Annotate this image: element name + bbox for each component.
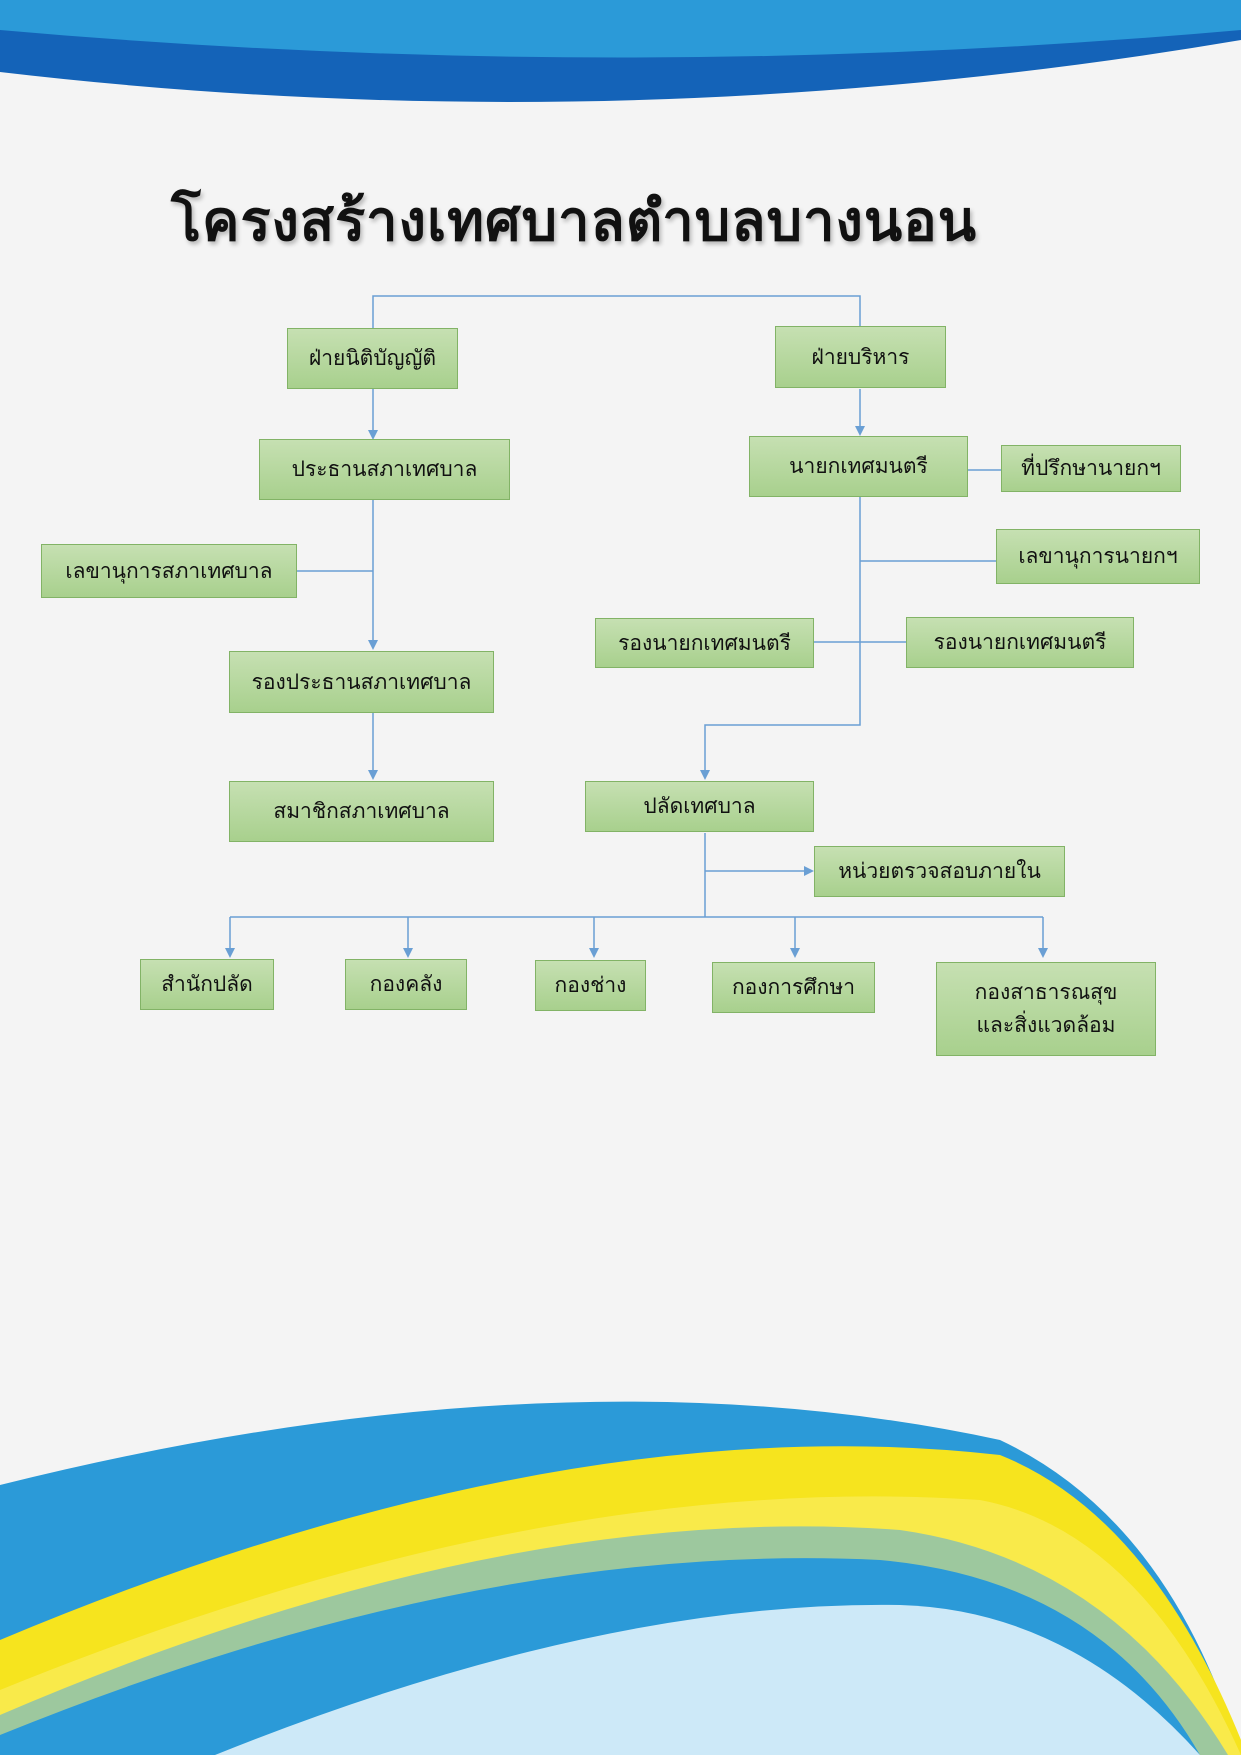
division-box-2: กองช่าง xyxy=(535,960,646,1011)
deputy-mayor-right-label: รองนายกเทศมนตรี xyxy=(933,630,1107,655)
council-secretary-box: เลขานุการสภาเทศบาล xyxy=(41,544,297,598)
mayor-secretary-box: เลขานุการนายกฯ xyxy=(996,529,1200,584)
deputy-mayor-left-label: รองนายกเทศมนตรี xyxy=(618,630,791,655)
municipal-clerk-box: ปลัดเทศบาล xyxy=(585,781,814,832)
division-label: กองคลัง xyxy=(369,972,443,997)
legislative-branch-box: ฝ่ายนิติบัญญัติ xyxy=(287,328,458,389)
division-label: กองช่าง xyxy=(554,973,627,998)
executive-branch-box: ฝ่ายบริหาร xyxy=(775,326,946,388)
internal-audit-box: หน่วยตรวจสอบภายใน xyxy=(814,846,1065,897)
mayor-advisor-box: ที่ปรึกษานายกฯ xyxy=(1001,445,1181,492)
council-vice-chair-box: รองประธานสภาเทศบาล xyxy=(229,651,494,713)
council-members-box: สมาชิกสภาเทศบาล xyxy=(229,781,494,842)
division-label: สำนักปลัด xyxy=(161,972,253,997)
municipal-clerk-label: ปลัดเทศบาล xyxy=(643,794,756,819)
internal-audit-label: หน่วยตรวจสอบภายใน xyxy=(838,859,1041,884)
arrow-to-municipal-clerk xyxy=(700,497,861,780)
division-label-line-1: กองสาธารณสุข xyxy=(974,980,1118,1005)
division-box-4: กองสาธารณสุข และสิ่งแวดล้อม xyxy=(936,962,1156,1056)
division-box-1: กองคลัง xyxy=(345,959,467,1010)
council-members-label: สมาชิกสภาเทศบาล xyxy=(273,799,450,824)
deputy-mayor-left-box: รองนายกเทศมนตรี xyxy=(595,618,814,668)
council-vice-chair-label: รองประธานสภาเทศบาล xyxy=(251,669,472,694)
council-secretary-label: เลขานุการสภาเทศบาล xyxy=(65,558,273,583)
deputy-mayor-right-box: รองนายกเทศมนตรี xyxy=(906,617,1134,668)
mayor-box: นายกเทศมนตรี xyxy=(749,436,968,497)
legislative-branch-label: ฝ่ายนิติบัญญัติ xyxy=(308,346,437,371)
top-wave-light xyxy=(0,0,1241,58)
bottom-wave-light xyxy=(215,1604,1200,1755)
mayor-label: นายกเทศมนตรี xyxy=(789,454,928,479)
bottom-wave-yellow-glow xyxy=(0,1496,1241,1755)
executive-branch-label: ฝ่ายบริหาร xyxy=(811,344,910,369)
division-label-line-2: และสิ่งแวดล้อม xyxy=(976,1013,1116,1037)
division-box-3: กองการศึกษา xyxy=(712,962,875,1013)
mayor-secretary-label: เลขานุการนายกฯ xyxy=(1018,544,1178,569)
page-title: โครงสร้างเทศบาลตำบลบางนอน xyxy=(170,189,978,254)
council-chair-box: ประธานสภาเทศบาล xyxy=(259,439,510,500)
division-box-0: สำนักปลัด xyxy=(140,959,274,1010)
division-label: กองการศึกษา xyxy=(731,975,856,1000)
branch-bracket xyxy=(372,295,861,328)
council-chair-label: ประธานสภาเทศบาล xyxy=(291,457,478,482)
division-label-group: กองสาธารณสุข และสิ่งแวดล้อม xyxy=(975,976,1118,1041)
mayor-advisor-label: ที่ปรึกษานายกฯ xyxy=(1021,456,1161,481)
